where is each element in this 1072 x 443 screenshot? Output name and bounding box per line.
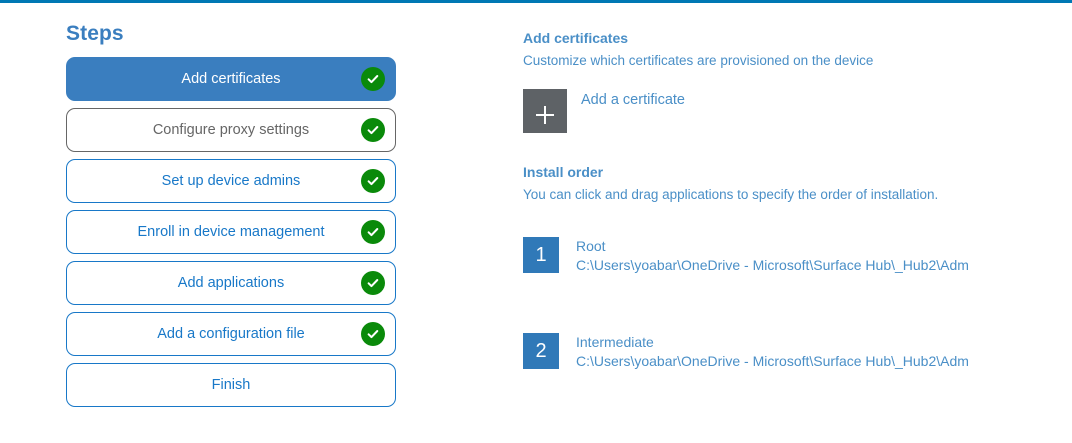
order-number-badge: 2 xyxy=(523,333,559,370)
step-button-1[interactable]: Configure proxy settings xyxy=(66,108,396,152)
order-item-name: Root xyxy=(576,238,606,255)
check-icon xyxy=(361,67,385,91)
step-label: Add a configuration file xyxy=(157,326,305,342)
steps-heading: Steps xyxy=(66,22,124,45)
plus-icon[interactable] xyxy=(523,89,567,134)
order-item-path: C:\Users\yoabar\OneDrive - Microsoft\Sur… xyxy=(576,256,969,273)
step-button-2[interactable]: Set up device admins xyxy=(66,159,396,203)
step-label: Configure proxy settings xyxy=(152,122,310,138)
add-a-certificate-link[interactable]: Add a certificate xyxy=(581,92,685,109)
check-icon xyxy=(361,271,385,295)
step-button-3[interactable]: Enroll in device management xyxy=(66,210,396,254)
step-button-5[interactable]: Add a configuration file xyxy=(66,312,396,356)
check-icon xyxy=(361,118,385,142)
add-certificate-row: Add a certificate xyxy=(523,89,1043,134)
step-button-6[interactable]: Finish xyxy=(66,363,396,407)
step-label: Add applications xyxy=(177,275,285,291)
check-icon xyxy=(361,169,385,193)
order-item-path: C:\Users\yoabar\OneDrive - Microsoft\Sur… xyxy=(576,352,969,369)
install-order-title: Install order xyxy=(523,164,604,181)
step-button-4[interactable]: Add applications xyxy=(66,261,396,305)
install-order-subtitle: You can click and drag applications to s… xyxy=(523,187,939,203)
step-label: Finish xyxy=(211,377,251,393)
check-icon xyxy=(361,322,385,346)
order-item-name: Intermediate xyxy=(576,334,654,351)
step-button-0[interactable]: Add certificates xyxy=(66,57,396,101)
top-accent-rule xyxy=(0,0,1072,3)
step-label: Set up device admins xyxy=(161,173,301,189)
install-order-section: Install order You can click and drag app… xyxy=(523,164,1043,370)
add-certificates-section: Add certificates Customize which certifi… xyxy=(523,30,1043,134)
step-label: Enroll in device management xyxy=(137,224,325,240)
step-label: Add certificates xyxy=(181,71,281,87)
add-certificates-subtitle: Customize which certificates are provisi… xyxy=(523,53,874,68)
add-certificates-title: Add certificates xyxy=(523,30,629,46)
check-icon xyxy=(361,220,385,244)
detail-panel: Add certificates Customize which certifi… xyxy=(523,30,1043,370)
order-number-badge: 1 xyxy=(523,237,559,274)
